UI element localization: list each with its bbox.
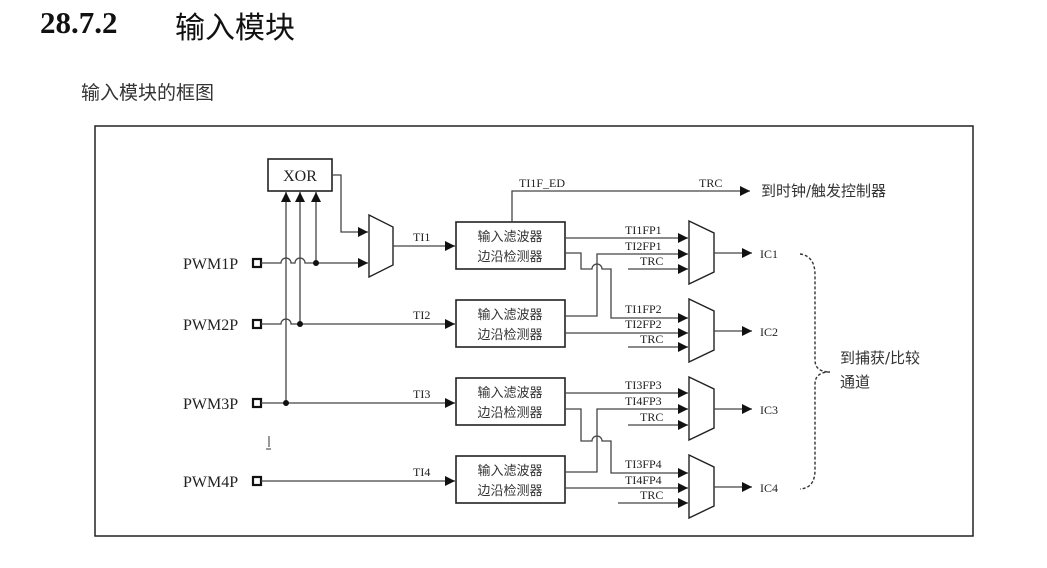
- filter-block-2: 输入滤波器 边沿检测器: [455, 299, 566, 348]
- pwm3p-junction: [283, 400, 289, 406]
- ti1f-ed-wire: [511, 186, 750, 222]
- ic3-mux: [688, 375, 715, 442]
- pwm2p-wire: [261, 318, 455, 329]
- mux2-in3-label: TRC: [640, 332, 663, 346]
- to-capture-compare-line2: 通道: [840, 373, 870, 391]
- pwm2p-junction: [297, 321, 303, 327]
- ti1-select-mux: [368, 213, 394, 279]
- filter-3-line2: 边沿检测器: [477, 406, 542, 421]
- pwm1p-junction: [313, 260, 319, 266]
- filter-1-line2: 边沿检测器: [477, 250, 542, 265]
- filter-4-line2: 边沿检测器: [477, 484, 542, 499]
- figure-caption: 输入模块的框图: [81, 82, 215, 104]
- xor-label: XOR: [283, 168, 317, 185]
- ti4fp3-wire: [565, 404, 688, 473]
- pwm4p-pin: [251, 475, 263, 487]
- filter-4-line1: 输入滤波器: [477, 463, 542, 479]
- pwm3p-pin: [251, 397, 263, 409]
- xor-output-wire: [332, 174, 368, 237]
- pwm1p-label: PWM1P: [183, 256, 238, 273]
- ic4-mux: [688, 453, 715, 520]
- pwm2p-label: PWM2P: [183, 317, 238, 334]
- ic3-label: IC3: [760, 403, 778, 417]
- section-number: 28.7.2: [40, 5, 118, 40]
- mux1-in3-label: TRC: [640, 254, 663, 268]
- mux2-in1-label: TI1FP2: [625, 302, 662, 316]
- ti2fp1-wire: [565, 249, 688, 317]
- mux1-in1-label: TI1FP1: [625, 223, 662, 237]
- pwm4p-label: PWM4P: [183, 474, 238, 491]
- mux4-in1-label: TI3FP4: [625, 457, 662, 471]
- pwm1p-pin: [251, 257, 263, 269]
- xor-block: XOR: [267, 158, 333, 192]
- ti2-label: TI2: [413, 308, 430, 322]
- diagram-frame: [94, 125, 974, 537]
- mux4-in3-label: TRC: [640, 488, 663, 502]
- filter-block-1: 输入滤波器 边沿检测器: [455, 221, 566, 270]
- filter-2-line2: 边沿检测器: [477, 328, 542, 343]
- ti1f-ed-label: TI1F_ED: [519, 176, 565, 190]
- filter-3-line1: 输入滤波器: [477, 385, 542, 401]
- ic2-mux: [688, 297, 715, 364]
- mux3-in3-label: TRC: [640, 410, 663, 424]
- pwm1p-wire: [261, 257, 368, 268]
- ic4-label: IC4: [760, 481, 778, 495]
- filter-2-line1: 输入滤波器: [477, 307, 542, 323]
- pwm3p-label: PWM3P: [183, 396, 238, 413]
- mux3-in1-label: TI3FP3: [625, 378, 662, 392]
- mux2-in2-label: TI2FP2: [625, 317, 662, 331]
- to-capture-compare-line1: 到捕获/比较: [840, 349, 920, 367]
- mux1-in2-label: TI2FP1: [625, 239, 662, 253]
- pwm2p-pin: [251, 318, 263, 330]
- ic1-label: IC1: [760, 247, 778, 261]
- output-group-brace: [799, 253, 831, 490]
- filter-1-line1: 输入滤波器: [477, 229, 542, 245]
- ic1-mux: [688, 219, 715, 286]
- trc-out-label: TRC: [699, 176, 722, 190]
- to-clock-trigger-label: 到时钟/触发控制器: [761, 182, 886, 200]
- text-cursor-mark: [266, 436, 271, 450]
- filter-block-4: 输入滤波器 边沿检测器: [455, 455, 566, 504]
- ti1-label: TI1: [413, 230, 430, 244]
- mux3-in2-label: TI4FP3: [625, 394, 662, 408]
- ic2-label: IC2: [760, 325, 778, 339]
- mux4-in2-label: TI4FP4: [625, 473, 662, 487]
- ti4-label: TI4: [413, 465, 430, 479]
- ti3-label: TI3: [413, 387, 430, 401]
- section-title: 输入模块: [175, 11, 295, 46]
- filter-block-3: 输入滤波器 边沿检测器: [455, 377, 566, 426]
